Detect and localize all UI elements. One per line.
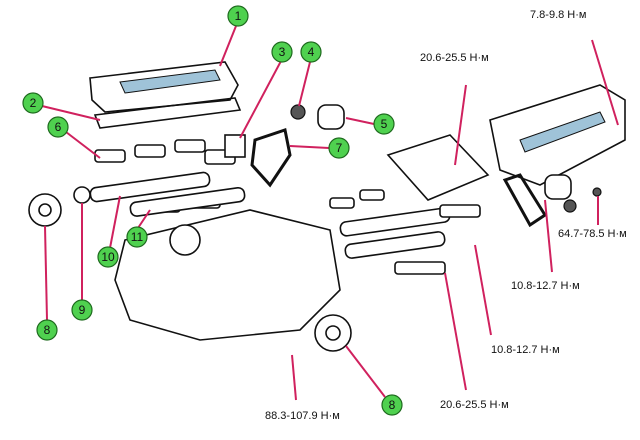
parts-drawing [28, 61, 626, 352]
callout-3: 3 [271, 41, 293, 63]
callout-1: 1 [227, 5, 249, 27]
leader-lines [41, 25, 619, 401]
svg-text:4: 4 [308, 45, 315, 59]
right-cam-parts [329, 189, 481, 275]
callout-6: 6 [47, 116, 69, 138]
callout-7: 7 [328, 137, 350, 159]
torque-cam-caps: 20.6-25.5 Н·м [440, 399, 509, 411]
svg-text:1: 1 [235, 9, 242, 23]
callout-11: 11 [126, 226, 148, 248]
torque-right-gasket: 20.6-25.5 Н·м [420, 52, 489, 64]
tensioner [224, 134, 246, 158]
svg-text:11: 11 [131, 230, 144, 244]
torque-upper: 10.8-12.7 Н·м [511, 280, 580, 292]
svg-text:2: 2 [30, 96, 37, 110]
svg-text:7: 7 [336, 141, 343, 155]
right-timing-gasket [502, 173, 548, 228]
cylinder-head-block [114, 209, 341, 341]
torque-right-cover: 7.8-9.8 Н·м [530, 9, 586, 21]
torque-labels: 7.8-9.8 Н·м 20.6-25.5 Н·м 64.7-78.5 Н·м … [265, 9, 627, 422]
callout-4: 4 [300, 41, 322, 63]
callout-8-right: 8 [381, 394, 403, 416]
left-cover-gasket [93, 97, 242, 129]
oil-seal [290, 104, 306, 120]
callout-2: 2 [22, 92, 44, 114]
timing-gasket [250, 128, 292, 188]
tensioner-pulley [317, 104, 345, 130]
left-camshafts [89, 171, 246, 217]
svg-text:3: 3 [279, 45, 286, 59]
torque-right-pulley: 64.7-78.5 Н·м [558, 228, 627, 240]
torque-crank-bolt: 88.3-107.9 Н·м [265, 410, 340, 422]
callout-8-left: 8 [36, 319, 58, 341]
svg-text:10: 10 [101, 250, 115, 264]
svg-text:9: 9 [79, 303, 86, 317]
svg-text:8: 8 [389, 398, 396, 412]
svg-text:8: 8 [44, 323, 51, 337]
callout-5: 5 [373, 113, 395, 135]
seal-ring [73, 186, 91, 204]
callout-9: 9 [71, 299, 93, 321]
svg-text:6: 6 [55, 120, 62, 134]
callouts: 1 2 3 4 5 6 7 8 9 10 11 8 [22, 5, 403, 416]
svg-text:5: 5 [381, 117, 388, 131]
right-cover-gasket [386, 134, 490, 201]
torque-lower: 10.8-12.7 Н·м [491, 344, 560, 356]
cover-highlight [119, 69, 221, 94]
callout-10: 10 [97, 246, 119, 268]
water-pump [169, 224, 201, 256]
